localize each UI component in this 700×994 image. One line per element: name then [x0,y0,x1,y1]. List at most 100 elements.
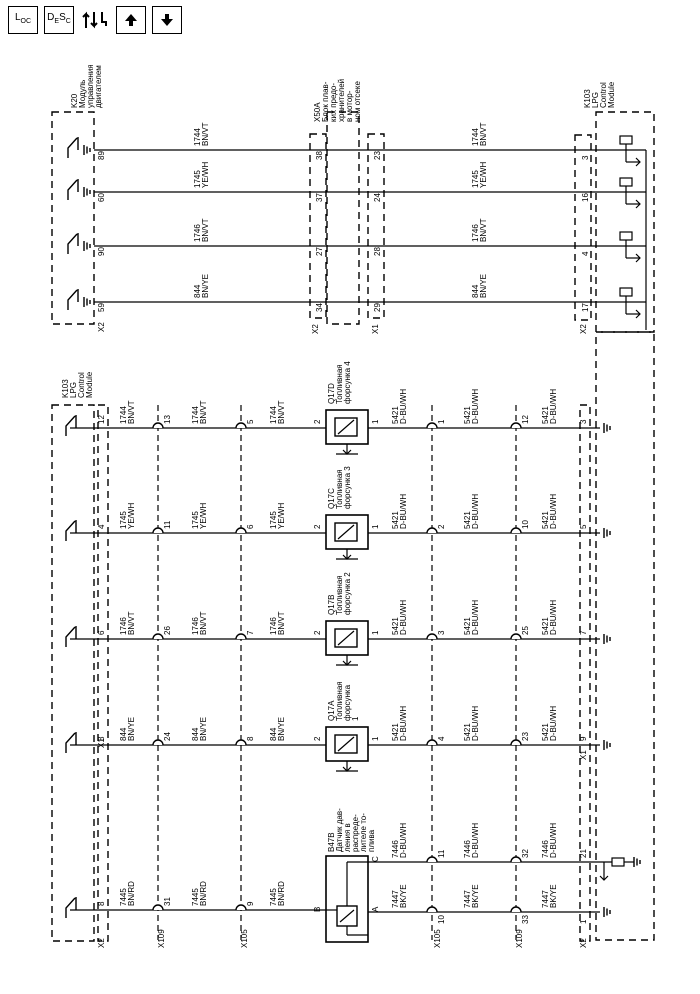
lpg-module-bottom-box [51,404,95,942]
top-circuit-number-left-3: 1746 [193,224,202,242]
sensor-a-wire-color-b: BK/YE [471,884,480,908]
top-circuit-color-right-3: BN/VT [479,218,488,242]
sensor-a-lpg-ground [603,907,611,917]
injector-wire-num-b-3: 1746 [191,617,200,635]
lpg-top-driver-3 [619,231,633,241]
fuse-connector-x1-label: X1 [371,324,380,334]
injector-pin1-2: 1 [371,524,380,529]
sensor-c-lpg-ground [633,857,641,867]
injector-coil-4 [334,734,358,754]
page-down-button[interactable] [152,6,182,34]
top-circuit-color-left-1: BN/VT [201,122,210,146]
sensor-pin-b: B [313,907,322,912]
injector-lpg-ground-4 [603,740,611,750]
sensor-b-wire-color-c: BN/RD [277,881,286,906]
fuse-pin-a-3: 27 [315,247,324,256]
top-circuit-color-left-3: BN/VT [201,218,210,242]
lpg-bottom-right-x1-label: X1 [579,750,588,760]
ecm-name-line-3: двигателем [94,65,103,108]
injector-ground-wire-num-c-1: 5421 [541,406,550,424]
injector-box-4 [325,726,369,762]
injector-ground-x109-pin-4: 23 [521,732,530,741]
ecm-switch-1 [67,137,79,158]
injector-name-4-line-1: Топливная [335,681,344,721]
injector-x105-pin-2: 6 [246,524,255,529]
fuse-pin-b-1: 23 [373,151,382,160]
fuse-block-name-line-3: хранителей [337,79,346,122]
wiring-switch-button[interactable] [80,6,110,34]
injector-pin1-1: 1 [371,419,380,424]
injector-ground-x105-pin-2: 2 [437,524,446,529]
sensor-c-lpg-element [611,857,625,867]
ecm-pin-4: 59 [97,303,106,312]
injector-ground-wire-num-c-3: 5421 [541,617,550,635]
lpg-top-connector-box [574,134,592,321]
injector-ground-x109-pin-2: 10 [521,520,530,529]
ecm-switch-4 [67,289,79,310]
injector-ground-x105-pin-1: 1 [437,419,446,424]
injector-box-3 [325,620,369,656]
injector-wire-color-c-2: YE/WH [277,503,286,529]
arrow-down-icon [161,14,173,26]
injector-lpg-pin-1: 12 [97,415,106,424]
injector-wire-color-b-2: YE/WH [199,503,208,529]
sensor-c-wire-color-b: D-BU/WH [471,823,480,858]
injector-wire-num-c-4: 844 [269,727,278,741]
injector-ground-lpg-pin-3: 7 [579,630,588,635]
lpg-bottom-x2-label: X2 [97,938,106,948]
ecm-name-line-1: Модуль [78,80,87,108]
sensor-pin-c: C [371,856,380,862]
sensor-a-lpg-pin: 1 [579,919,588,924]
injector-ground-wire-color-a-4: D-BU/WH [399,706,408,741]
injector-coil-diag-3 [337,630,355,646]
injector-id-3: Q17B [327,595,336,615]
injector-id-1: Q17D [327,383,336,404]
injector-ground-wire-color-b-1: D-BU/WH [471,389,480,424]
top-circuit-color-right-2: YE/WH [479,162,488,188]
ecm-ground-2 [83,187,91,197]
page-up-button[interactable] [116,6,146,34]
ecm-connector-label: X2 [97,322,106,332]
top-circuit-number-right-2: 1745 [471,170,480,188]
lpg-module-top-id-label: K103 [583,89,592,108]
ecm-pin-3: 90 [97,247,106,256]
injector-pin2-3: 2 [313,630,322,635]
injector-wire-color-b-1: BN/VT [199,400,208,424]
injector-pin2-2: 2 [313,524,322,529]
sensor-b-wire-num-b: 7445 [191,888,200,906]
injector-box-1 [325,409,369,445]
description-button[interactable]: DESC [44,6,74,34]
sensor-name-line-4: лителе то- [359,813,368,852]
top-circuit-color-left-2: YE/WH [201,162,210,188]
injector-wire-color-a-2: YE/WH [127,503,136,529]
injector-ground-wire-num-b-4: 5421 [463,723,472,741]
ecm-switch-3 [67,233,79,254]
lpg-bottom-switch-4 [65,732,77,753]
injector-coil-2 [334,522,358,542]
top-circuit-number-left-4: 844 [193,284,202,298]
top-circuit-color-right-1: BN/VT [479,122,488,146]
x105-bridge-sensor-b [235,904,247,911]
sensor-element-diag [339,909,355,923]
ecm-switch-3-contact [67,233,79,254]
injector-coil-diag-1 [337,419,355,435]
injector-box-2 [325,514,369,550]
lpg-module-bottom-name-line-2: Control [77,372,86,398]
x109r-bridge-sensor-c [510,856,522,863]
x109r-bridge-4 [510,739,522,746]
lpg-top-pin-2: 16 [581,193,590,202]
sensor-pin-a: A [371,906,380,912]
x109r-bridge-sensor-a [510,906,522,913]
fuse-block-id-label: X50A [313,102,322,122]
top-circuit-number-right-1: 1744 [471,128,480,146]
injector-ground-wire-color-a-1: D-BU/WH [399,389,408,424]
injector-lpg-ground-3 [603,634,611,644]
lpg-module-top-box [595,111,655,333]
sensor-c-arrow [599,875,609,881]
sensor-a-wire-color-a: BK/YE [399,884,408,908]
ecm-box [51,111,95,325]
top-circuit-color-left-4: BN/YE [201,274,210,298]
injector-ground-x105-pin-3: 3 [437,630,446,635]
location-button[interactable]: LOC [8,6,38,34]
